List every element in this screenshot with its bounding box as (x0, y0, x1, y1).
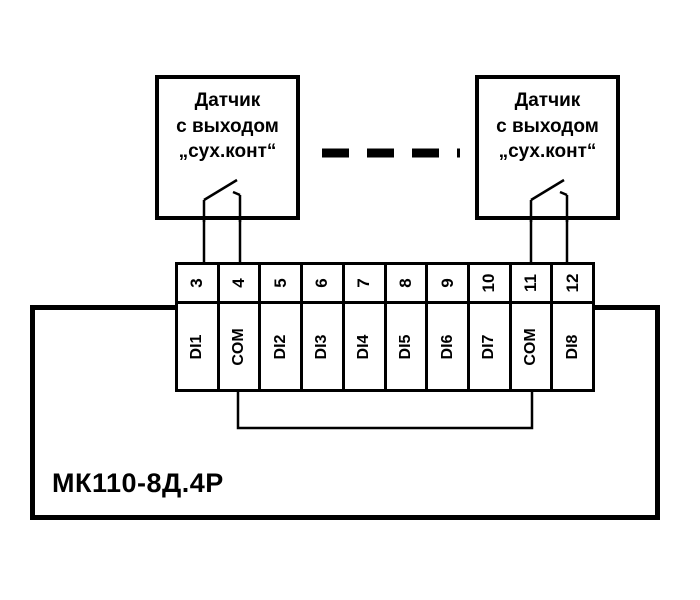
terminal-number: 3 (187, 278, 207, 288)
terminal-label: DI5 (396, 334, 414, 359)
terminal-label: DI3 (313, 334, 331, 359)
terminal-number: 5 (270, 278, 290, 288)
terminal-column: 4 COM (216, 265, 259, 389)
terminal-column: 12 DI8 (550, 265, 593, 389)
terminal-number: 9 (437, 278, 457, 288)
terminal-block: 3 DI1 4 COM 5 DI2 6 DI3 7 DI4 8 DI5 9 DI… (175, 262, 595, 392)
terminal-label: COM (230, 327, 248, 366)
sensor-right-line3: „сух.конт“ (498, 141, 597, 163)
terminal-label: COM (521, 327, 539, 366)
terminal-number: 8 (395, 278, 415, 288)
terminal-number: 11 (520, 274, 540, 292)
terminal-column: 11 COM (508, 265, 551, 389)
terminal-column: 3 DI1 (178, 265, 217, 389)
terminal-column: 10 DI7 (466, 265, 509, 389)
sensor-box-right: Датчик с выходом „сух.конт“ (475, 75, 620, 220)
terminal-column: 8 DI5 (383, 265, 426, 389)
terminal-label: DI7 (480, 334, 498, 359)
terminal-label: DI8 (563, 334, 581, 359)
terminal-column: 9 DI6 (425, 265, 467, 389)
terminal-number: 6 (312, 278, 332, 288)
terminal-number: 4 (229, 278, 249, 288)
terminal-number: 10 (479, 273, 499, 293)
terminal-number: 12 (562, 273, 582, 293)
terminal-number: 7 (354, 278, 374, 288)
terminal-label: DI4 (355, 334, 373, 359)
sensor-right-line2: с выходом (496, 115, 599, 137)
sensor-left-line2: с выходом (176, 115, 279, 137)
terminal-label: DI2 (271, 334, 289, 359)
sensor-box-left: Датчик с выходом „сух.конт“ (155, 75, 300, 220)
terminal-label: DI6 (438, 334, 456, 359)
terminal-column: 5 DI2 (258, 265, 301, 389)
device-model-label: МК110-8Д.4Р (52, 468, 224, 498)
sensor-left-line3: „сух.конт“ (178, 141, 277, 163)
terminal-label: DI1 (188, 334, 206, 359)
sensor-right-line1: Датчик (514, 90, 581, 111)
wire-left-sensor (202, 219, 242, 264)
terminal-column: 7 DI4 (341, 265, 384, 389)
sensor-left-line1: Датчик (194, 90, 261, 111)
terminal-column: 6 DI3 (300, 265, 342, 389)
wire-right-sensor (529, 219, 569, 264)
